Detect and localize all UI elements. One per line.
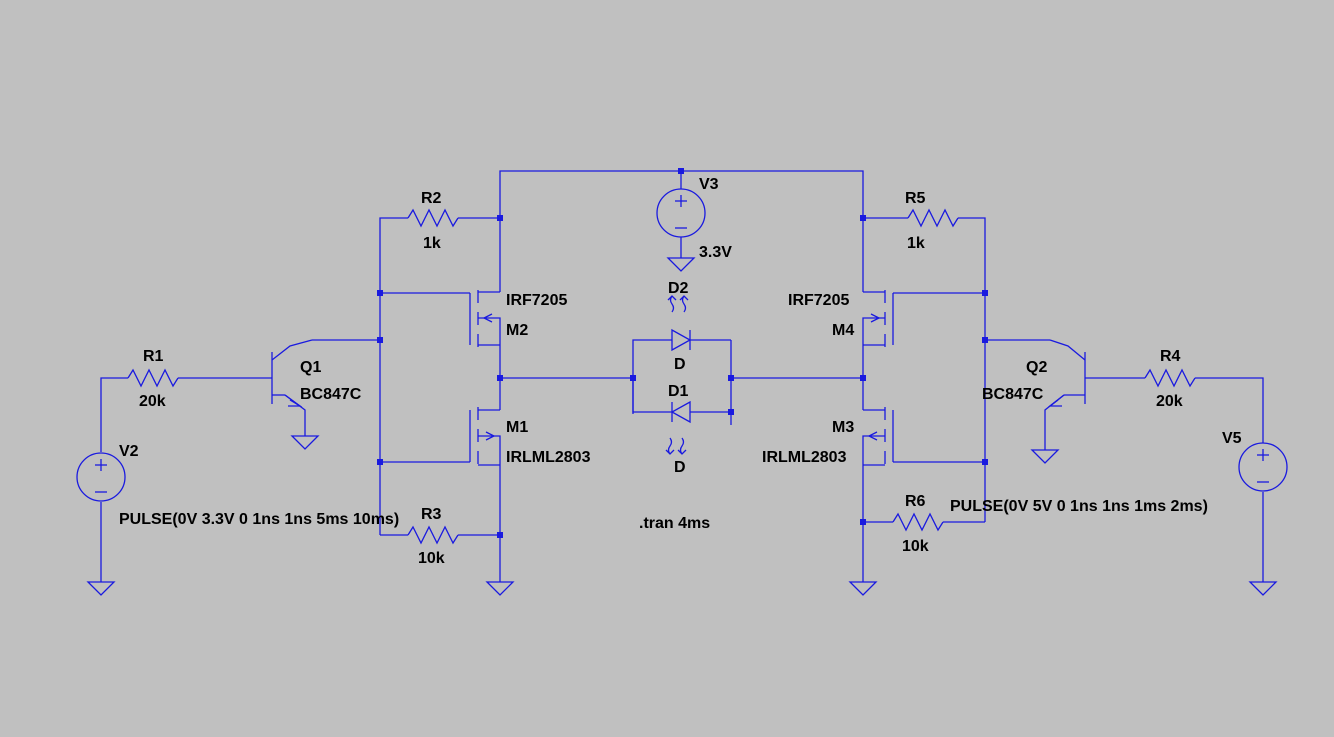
q1-ref: Q1 bbox=[300, 359, 321, 376]
resistor-r5-icon bbox=[907, 208, 959, 228]
ground-icon bbox=[1030, 449, 1060, 464]
r2-value: 1k bbox=[423, 235, 441, 252]
mosfet-m1 bbox=[469, 407, 501, 466]
r4-value: 20k bbox=[1156, 393, 1183, 410]
r6-value: 10k bbox=[902, 538, 929, 555]
m4-model: IRF7205 bbox=[788, 292, 849, 309]
resistor-r4-icon bbox=[1144, 368, 1196, 388]
r1-value: 20k bbox=[139, 393, 166, 410]
r5-ref: R5 bbox=[905, 190, 926, 207]
junction-dots bbox=[377, 168, 988, 538]
r3-ref: R3 bbox=[421, 506, 442, 523]
ground-icon bbox=[86, 581, 116, 596]
mosfet-m4 bbox=[862, 290, 894, 347]
voltage-source-v2 bbox=[76, 452, 126, 502]
labels: R1 20k R2 1k R3 10k R4 20k R5 1k R6 10k … bbox=[119, 176, 1242, 567]
d1-model: D bbox=[674, 459, 686, 476]
m2-ref: M2 bbox=[506, 322, 528, 339]
ground-icon bbox=[848, 581, 878, 596]
voltage-source-icon bbox=[1238, 442, 1288, 492]
ground-icon bbox=[485, 581, 515, 596]
voltage-source-icon bbox=[656, 188, 706, 238]
ground-icon bbox=[666, 257, 696, 272]
resistor-r6-icon bbox=[892, 512, 944, 532]
m2-model: IRF7205 bbox=[506, 292, 567, 309]
resistor-r1-icon bbox=[127, 368, 179, 388]
r1-ref: R1 bbox=[143, 348, 164, 365]
m3-ref: M3 bbox=[832, 419, 854, 436]
r3-value: 10k bbox=[418, 550, 445, 567]
led-d1 bbox=[665, 400, 691, 455]
m1-ref: M1 bbox=[506, 419, 528, 436]
ground-icon bbox=[290, 435, 320, 450]
d2-model: D bbox=[674, 356, 686, 373]
v2-ref: V2 bbox=[119, 443, 139, 460]
r5-value: 1k bbox=[907, 235, 925, 252]
v3-value: 3.3V bbox=[699, 244, 732, 261]
ground-icon bbox=[1248, 581, 1278, 596]
q2-ref: Q2 bbox=[1026, 359, 1047, 376]
v3-ref: V3 bbox=[699, 176, 719, 193]
led-icon bbox=[671, 328, 692, 352]
r4-ref: R4 bbox=[1160, 348, 1181, 365]
m3-model: IRLML2803 bbox=[762, 449, 847, 466]
led-icon bbox=[670, 400, 691, 424]
d1-ref: D1 bbox=[668, 383, 689, 400]
r2-ref: R2 bbox=[421, 190, 442, 207]
voltage-source-v3 bbox=[656, 188, 706, 238]
resistor-r2-icon bbox=[407, 208, 459, 228]
d2-ref: D2 bbox=[668, 280, 689, 297]
v5-value: PULSE(0V 5V 0 1ns 1ns 1ms 2ms) bbox=[950, 498, 1208, 515]
transistor-q2 bbox=[1048, 339, 1086, 407]
voltage-source-icon bbox=[76, 452, 126, 502]
mosfet-m2 bbox=[469, 290, 501, 347]
m4-ref: M4 bbox=[832, 322, 854, 339]
transistor-q1 bbox=[271, 339, 313, 407]
q1-model: BC847C bbox=[300, 386, 362, 403]
led-d2 bbox=[667, 295, 692, 352]
voltage-source-v5 bbox=[1238, 442, 1288, 492]
q2-model: BC847C bbox=[982, 386, 1044, 403]
v2-value: PULSE(0V 3.3V 0 1ns 1ns 5ms 10ms) bbox=[119, 511, 399, 528]
resistor-r3-icon bbox=[407, 525, 459, 545]
mosfet-m3 bbox=[862, 407, 894, 466]
spice-directive: .tran 4ms bbox=[639, 515, 710, 532]
m1-model: IRLML2803 bbox=[506, 449, 591, 466]
ground-symbols bbox=[86, 257, 1278, 596]
resistors bbox=[127, 208, 1196, 545]
v5-ref: V5 bbox=[1222, 430, 1242, 447]
r6-ref: R6 bbox=[905, 493, 926, 510]
